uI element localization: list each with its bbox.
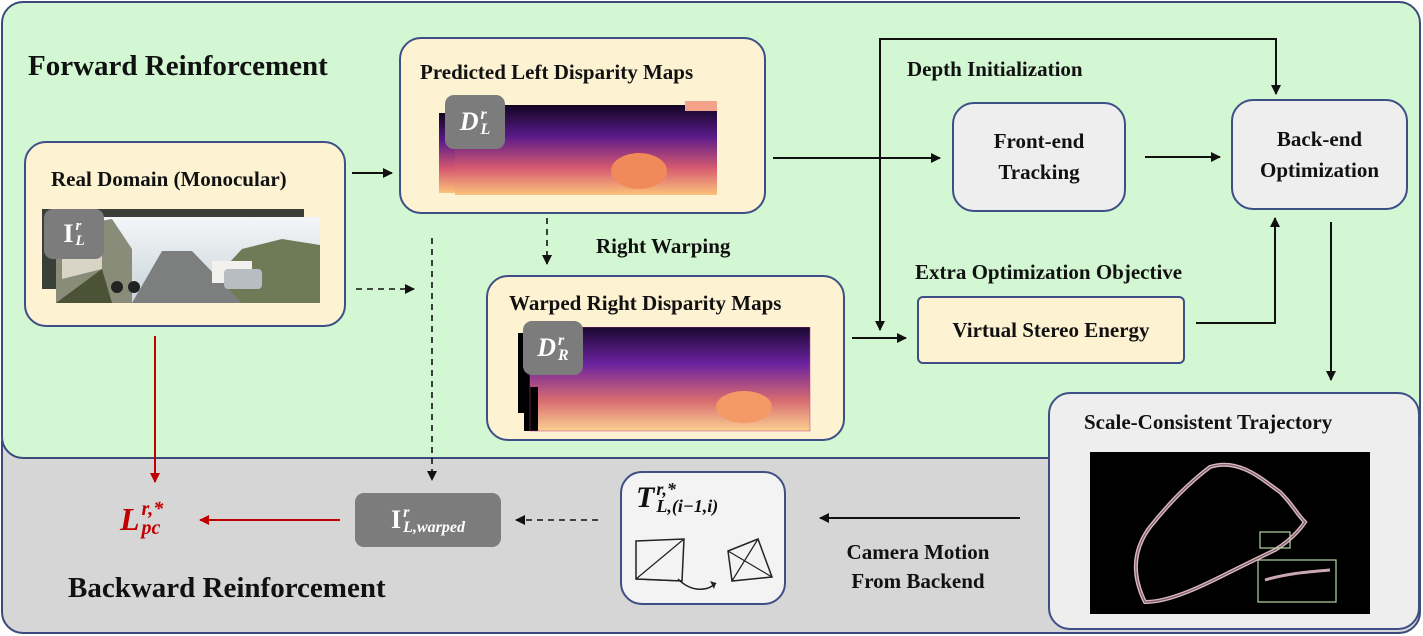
back-end-line1: Back-end	[1276, 126, 1363, 151]
camera-motion-label-1: Camera Motion	[846, 540, 990, 564]
extra-objective-label: Extra Optimization Objective	[915, 260, 1183, 284]
real-domain-label: Real Domain (Monocular)	[51, 167, 287, 191]
arrow-stereo-to-backend	[1196, 217, 1280, 324]
virtual-stereo-box: Virtual Stereo Energy	[917, 296, 1185, 364]
arrow-depth-init	[879, 38, 1281, 330]
front-end-tracking-box: Front-end Tracking	[952, 102, 1126, 212]
trajectory-label: Scale-Consistent Trajectory	[1084, 410, 1333, 434]
right-warping-label: Right Warping	[596, 234, 731, 258]
trajectory-plot	[1090, 452, 1370, 614]
front-end-line2: Tracking	[998, 160, 1080, 184]
left-disparity-label: Predicted Left Disparity Maps	[420, 60, 694, 84]
back-end-line2: Optimization	[1260, 157, 1379, 182]
forward-title: Forward Reinforcement	[28, 50, 328, 82]
trajectory-box: Scale-Consistent Trajectory	[1048, 392, 1420, 630]
camera-frustum-icons	[635, 538, 774, 590]
virtual-stereo-label: Virtual Stereo Energy	[952, 317, 1150, 342]
depth-init-label: Depth Initialization	[907, 57, 1083, 81]
right-disparity-label: Warped Right Disparity Maps	[509, 291, 782, 315]
back-end-optimization-box: Back-end Optimization	[1231, 99, 1408, 210]
front-end-line1: Front-end	[993, 129, 1085, 153]
backward-title: Backward Reinforcement	[68, 572, 386, 604]
camera-motion-label-2: From Backend	[851, 569, 985, 593]
